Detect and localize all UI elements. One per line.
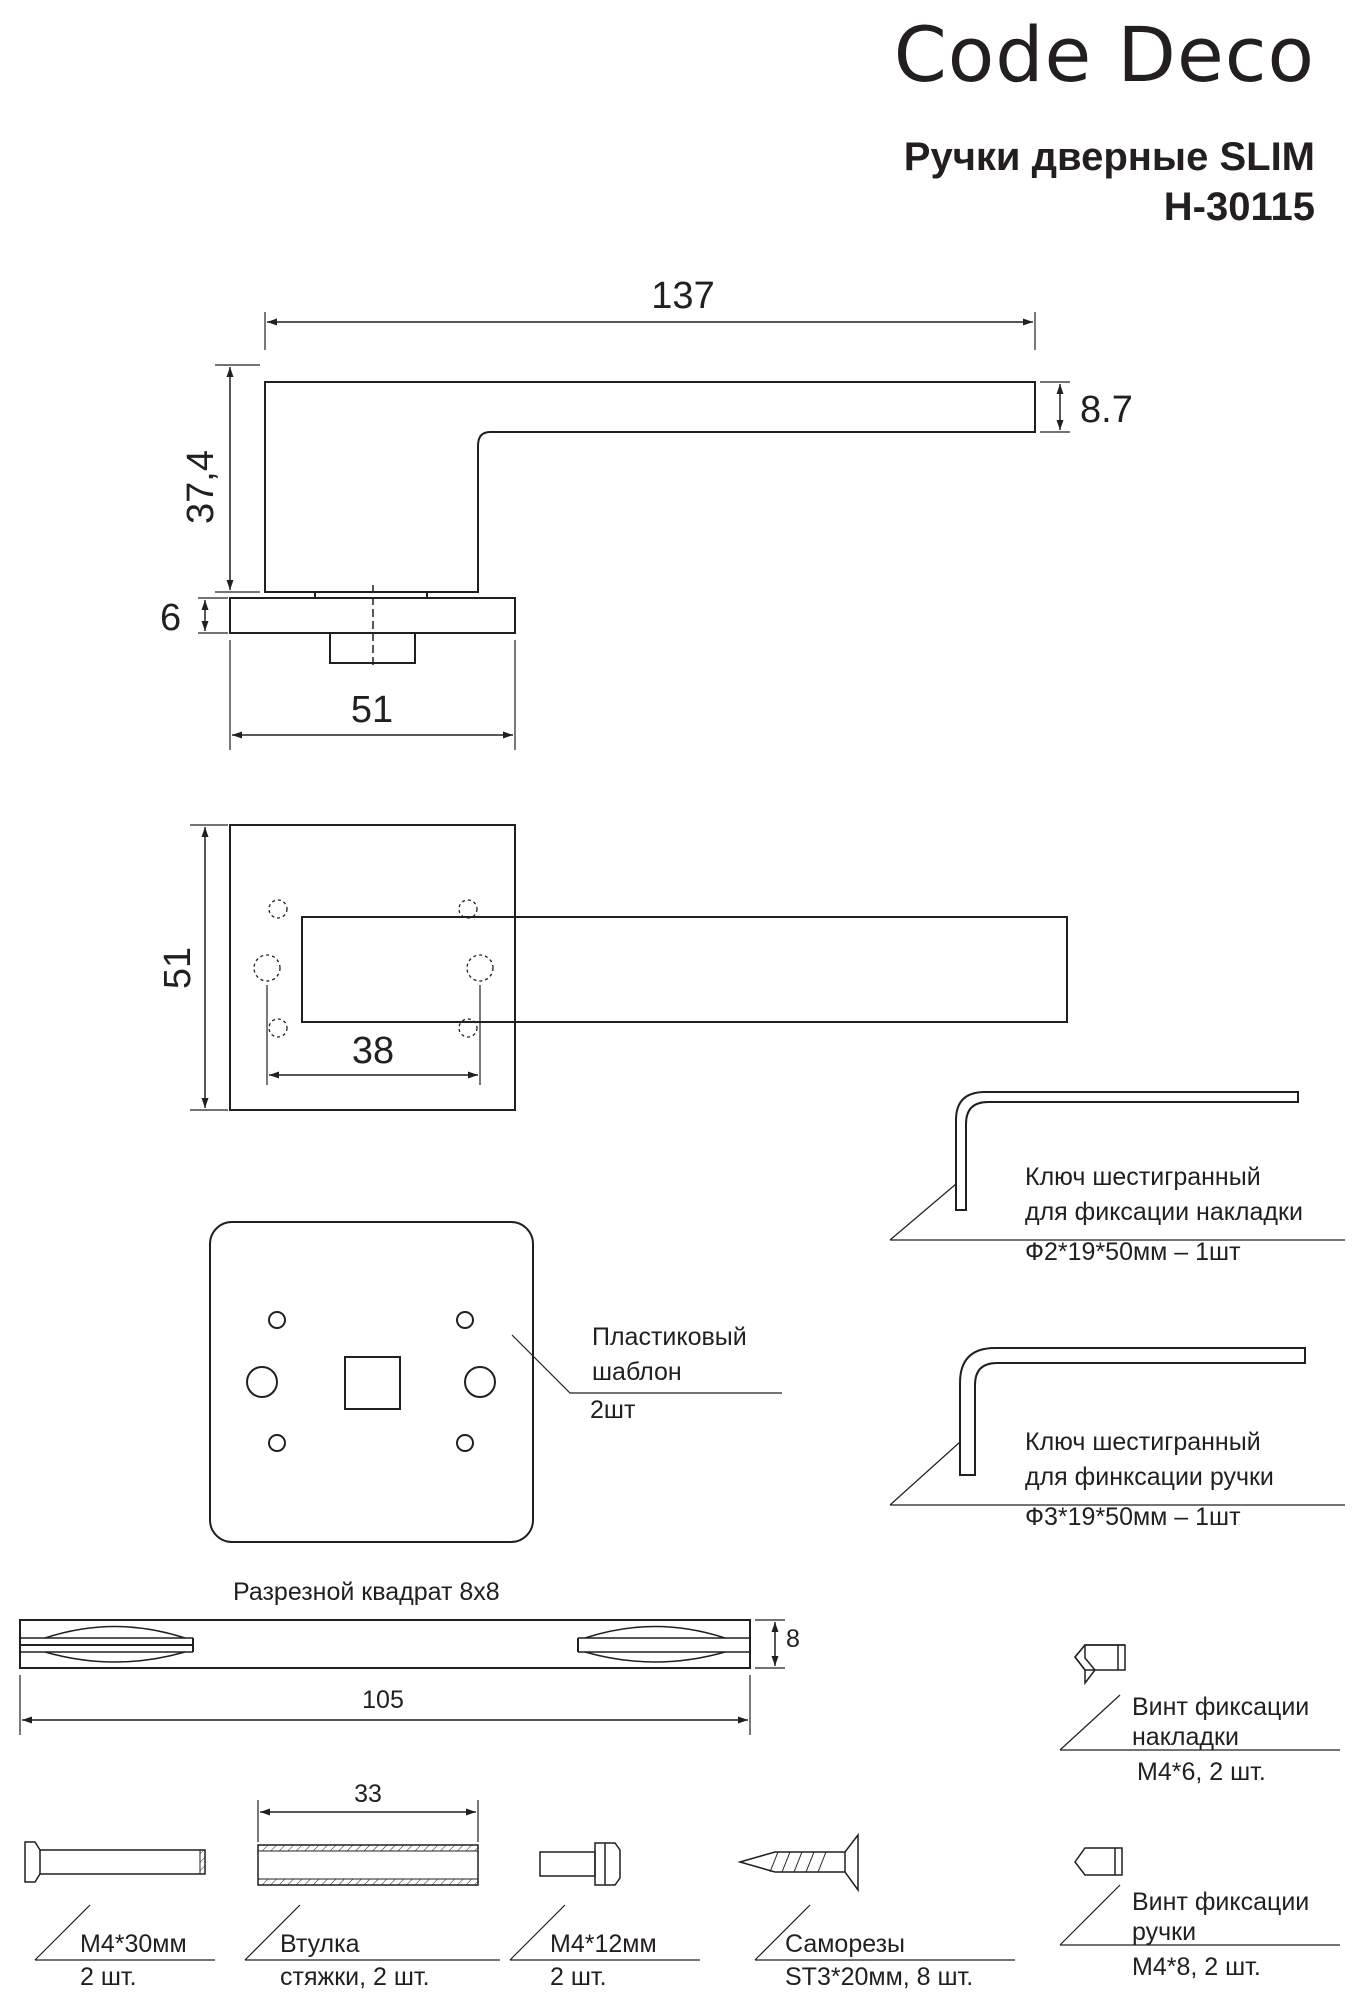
bolt-long-qty: 2 шт. xyxy=(80,1963,137,1991)
bolt-short-spec: М4*12мм xyxy=(550,1930,657,1958)
bushing-qty: стяжки, 2 шт. xyxy=(280,1963,430,1991)
screw-handle-name: Винт фиксации xyxy=(1132,1888,1309,1916)
dim-rose-thickness xyxy=(198,597,228,634)
dim-spindle-length xyxy=(19,1675,751,1735)
hex-key-rose-spec: Ф2*19*50мм – 1шт xyxy=(1025,1238,1241,1266)
hex-key-rose-name: Ключ шестигранный xyxy=(1025,1163,1261,1191)
bushing-name: Втулка xyxy=(280,1930,360,1958)
screw-handle-name-2: ручки xyxy=(1132,1918,1196,1946)
bolt-short-qty: 2 шт. xyxy=(550,1963,607,1991)
dim-spindle-height-label: 8 xyxy=(786,1625,800,1653)
dim-rose-width-label: 51 xyxy=(351,689,393,731)
dim-lever-thickness xyxy=(1040,381,1070,433)
screw-rose-spec: М4*6, 2 шт. xyxy=(1137,1758,1266,1786)
dim-bushing-length xyxy=(257,1800,479,1842)
dim-lever-height xyxy=(215,364,260,593)
handle-front-view xyxy=(229,824,1068,1111)
handle-side-view xyxy=(229,381,1036,665)
dim-lever-height-label: 37,4 xyxy=(180,450,222,524)
hex-key-rose xyxy=(889,1091,1345,1241)
dim-hole-spacing-label: 38 xyxy=(352,1030,394,1072)
dim-lever-length-label: 137 xyxy=(651,275,714,317)
bolt-long-spec: М4*30мм xyxy=(80,1930,187,1958)
self-tapping-screw xyxy=(737,1832,1015,1961)
spindle-label: Разрезной квадрат 8х8 xyxy=(233,1578,500,1606)
hex-key-rose-purpose: для фиксации накладки xyxy=(1025,1198,1303,1226)
self-tapping-name: Саморезы xyxy=(785,1930,905,1958)
template-name-2: шаблон xyxy=(592,1358,682,1386)
screw-rose-name: Винт фиксации xyxy=(1132,1693,1309,1721)
self-tapping-spec: ST3*20мм, 8 шт. xyxy=(785,1963,973,1991)
screw-rose xyxy=(1059,1644,1340,1751)
brand-logo: Code Deco xyxy=(893,10,1315,99)
product-title: Ручки дверные SLIM xyxy=(903,135,1315,179)
screw-rose-name-2: накладки xyxy=(1132,1723,1239,1751)
template-qty: 2шт xyxy=(590,1396,636,1424)
dim-rose-width xyxy=(229,640,516,750)
hex-key-handle-name: Ключ шестигранный xyxy=(1025,1428,1261,1456)
spindle xyxy=(19,1619,751,1669)
bolt-long xyxy=(24,1841,215,1961)
dim-bushing-length-label: 33 xyxy=(354,1780,382,1808)
model-number: H-30115 xyxy=(1163,185,1315,229)
hex-key-handle-purpose: для финксации ручки xyxy=(1025,1463,1274,1491)
bushing xyxy=(244,1844,500,1961)
dim-rose-thickness-label: 6 xyxy=(160,597,181,639)
dim-rose-height xyxy=(190,824,228,1111)
hex-key-handle xyxy=(889,1347,1345,1506)
dim-lever-thickness-label: 8.7 xyxy=(1080,389,1133,431)
bolt-short xyxy=(509,1842,700,1961)
screw-handle-spec: М4*8, 2 шт. xyxy=(1132,1953,1261,1981)
dim-spindle-length-label: 105 xyxy=(362,1686,404,1714)
screw-handle xyxy=(1059,1847,1340,1946)
dim-rose-height-label: 51 xyxy=(157,947,199,989)
dim-spindle-height xyxy=(755,1619,785,1669)
dim-lever-length xyxy=(264,312,1036,350)
hex-key-handle-spec: Ф3*19*50мм – 1шт xyxy=(1025,1503,1241,1531)
dim-hole-spacing xyxy=(266,985,481,1085)
template-name: Пластиковый xyxy=(592,1323,747,1351)
plastic-template xyxy=(209,1221,782,1543)
